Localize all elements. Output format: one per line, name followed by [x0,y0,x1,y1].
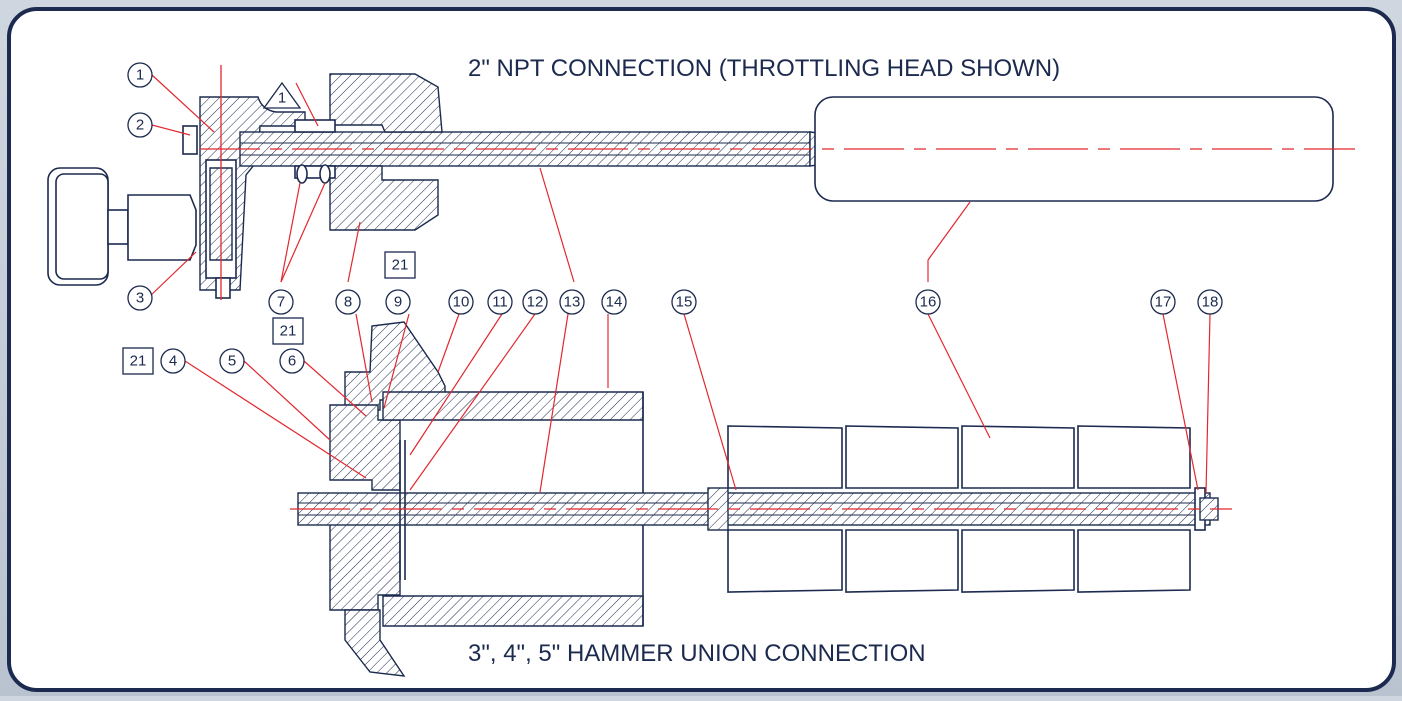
svg-text:1: 1 [136,67,144,84]
svg-text:15: 15 [676,294,693,311]
note-box-21-a: 21 [384,251,416,279]
bottom-title: 3", 4", 5" HAMMER UNION CONNECTION [468,640,926,667]
svg-text:5: 5 [228,353,236,370]
leader-lines [147,74,1211,494]
svg-text:10: 10 [453,294,470,311]
note-triangle: 1 [262,81,302,109]
svg-text:8: 8 [344,294,352,311]
callout-9: 9 [385,289,411,315]
svg-text:21: 21 [280,323,297,340]
top-title: 2" NPT CONNECTION (THROTTLING HEAD SHOWN… [468,55,1060,82]
svg-text:21: 21 [392,257,409,274]
callout-1: 1 [127,62,153,88]
callout-4: 4 [160,348,186,374]
callout-6: 6 [279,348,305,374]
callout-13: 13 [559,289,585,315]
svg-text:11: 11 [492,294,508,311]
npt-nut [329,73,443,133]
top-assembly [47,65,1355,300]
callout-15: 15 [671,289,697,315]
callout-14: 14 [601,289,627,315]
svg-text:7: 7 [277,294,285,311]
svg-text:4: 4 [169,353,177,370]
svg-text:6: 6 [288,353,296,370]
callout-12: 12 [522,289,548,315]
svg-text:2: 2 [136,117,144,134]
svg-text:3: 3 [136,290,144,307]
svg-text:17: 17 [1155,294,1172,311]
svg-text:21: 21 [130,353,147,370]
callout-11: 11 [487,289,513,315]
pipe-upper [382,391,644,421]
callout-10: 10 [448,289,474,315]
callout-8: 8 [335,289,361,315]
callout-7: 7 [268,289,294,315]
svg-text:18: 18 [1202,294,1219,311]
svg-text:13: 13 [564,294,581,311]
svg-text:1: 1 [278,90,286,107]
callout-3: 3 [127,285,153,311]
svg-text:9: 9 [394,294,402,311]
callout-16: 16 [915,289,941,315]
callout-5: 5 [219,348,245,374]
gauge-stem [107,209,129,245]
sleeve-seg-1 [727,425,843,489]
note-box-21-c: 21 [122,347,154,375]
callout-17: 17 [1150,289,1176,315]
callout-18: 18 [1197,289,1223,315]
callout-2: 2 [127,112,153,138]
svg-text:16: 16 [920,294,937,311]
svg-text:12: 12 [527,294,544,311]
svg-text:14: 14 [606,294,623,311]
note-box-21-b: 21 [272,317,304,345]
